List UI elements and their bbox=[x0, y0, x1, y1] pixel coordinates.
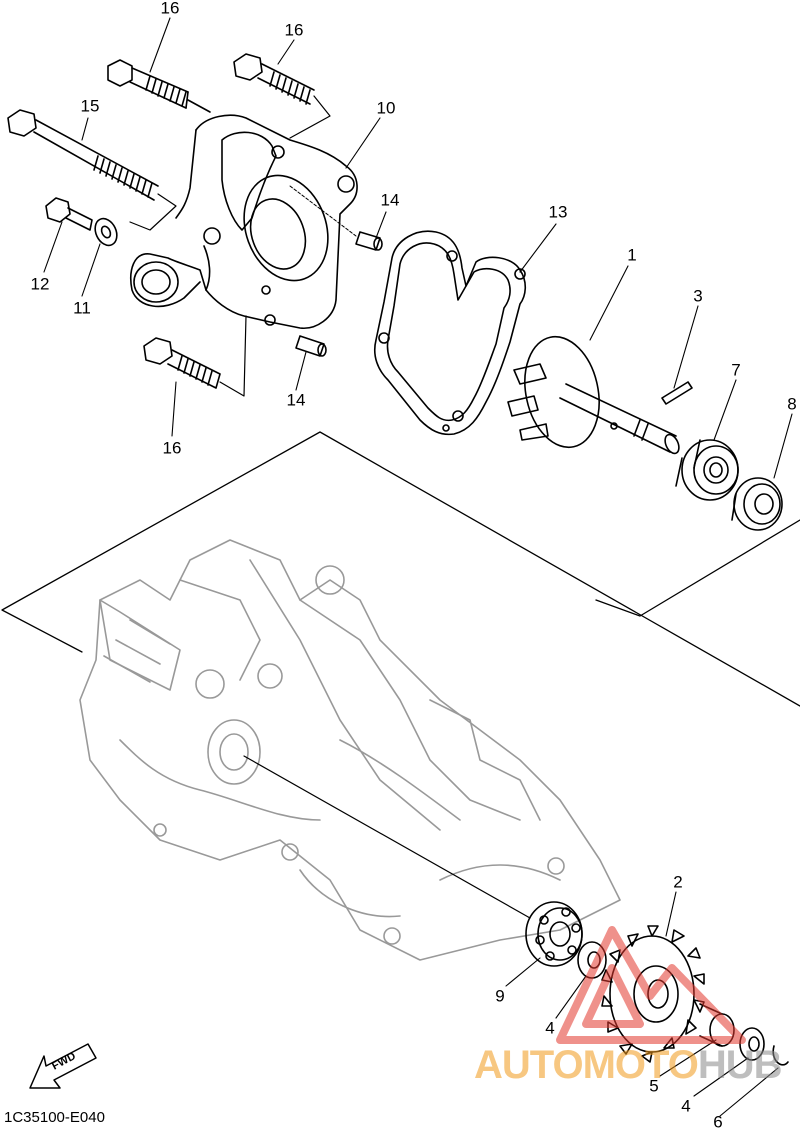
callout-6: 6 bbox=[713, 1112, 723, 1129]
gasket-13 bbox=[373, 230, 527, 436]
fwd-arrow-icon bbox=[29, 1043, 97, 1089]
callout-4: 4 bbox=[681, 1096, 691, 1116]
watermark-part1: AUTOMOTO bbox=[474, 1043, 699, 1087]
callout-8: 8 bbox=[787, 394, 797, 414]
catalog-code: 1C35100-E040 bbox=[4, 1109, 105, 1126]
dowel-pin-14-upper bbox=[289, 185, 383, 251]
pump-cover-10 bbox=[130, 114, 358, 329]
callout-2: 2 bbox=[673, 872, 683, 892]
watermark-part2: HUB bbox=[697, 1043, 783, 1087]
pin-3 bbox=[661, 381, 693, 405]
callout-9: 9 bbox=[495, 986, 505, 1006]
impeller-shaft-1 bbox=[507, 335, 680, 455]
bolt-16-lower bbox=[143, 315, 247, 397]
callout-3: 3 bbox=[693, 286, 703, 306]
callout-13: 13 bbox=[548, 202, 568, 222]
circlip-6 bbox=[772, 1045, 789, 1066]
callout-7: 7 bbox=[731, 360, 741, 380]
leader-lines bbox=[43, 17, 793, 1117]
bearing-7 bbox=[675, 439, 739, 501]
bearing-9 bbox=[525, 901, 583, 967]
watermark-text: AUTOMOTOHUB bbox=[474, 1043, 783, 1087]
crankcase bbox=[79, 539, 621, 961]
oil-seal-8 bbox=[731, 477, 783, 531]
callout-12: 12 bbox=[30, 274, 50, 294]
bolt-16-top-left bbox=[107, 59, 189, 109]
callout-16: 16 bbox=[160, 0, 180, 18]
callout-14: 14 bbox=[286, 390, 306, 410]
callout-14: 14 bbox=[380, 190, 400, 210]
washer-11 bbox=[94, 217, 118, 247]
callout-16: 16 bbox=[162, 438, 182, 458]
dowel-pin-14-lower bbox=[295, 335, 327, 357]
bolt-16-top-right bbox=[233, 53, 315, 105]
callout-4: 4 bbox=[545, 1018, 555, 1038]
callout-15: 15 bbox=[80, 96, 100, 116]
detail-frame bbox=[1, 431, 800, 707]
callout-16: 16 bbox=[284, 20, 304, 40]
callout-5: 5 bbox=[649, 1076, 659, 1096]
bolt-12 bbox=[45, 197, 93, 231]
callout-11: 11 bbox=[73, 298, 91, 318]
watermark-logo-icon bbox=[556, 926, 746, 1044]
callout-10: 10 bbox=[376, 98, 396, 118]
bolt-15 bbox=[7, 109, 159, 201]
shaft-axis bbox=[243, 755, 531, 919]
callout-1: 1 bbox=[627, 245, 637, 265]
